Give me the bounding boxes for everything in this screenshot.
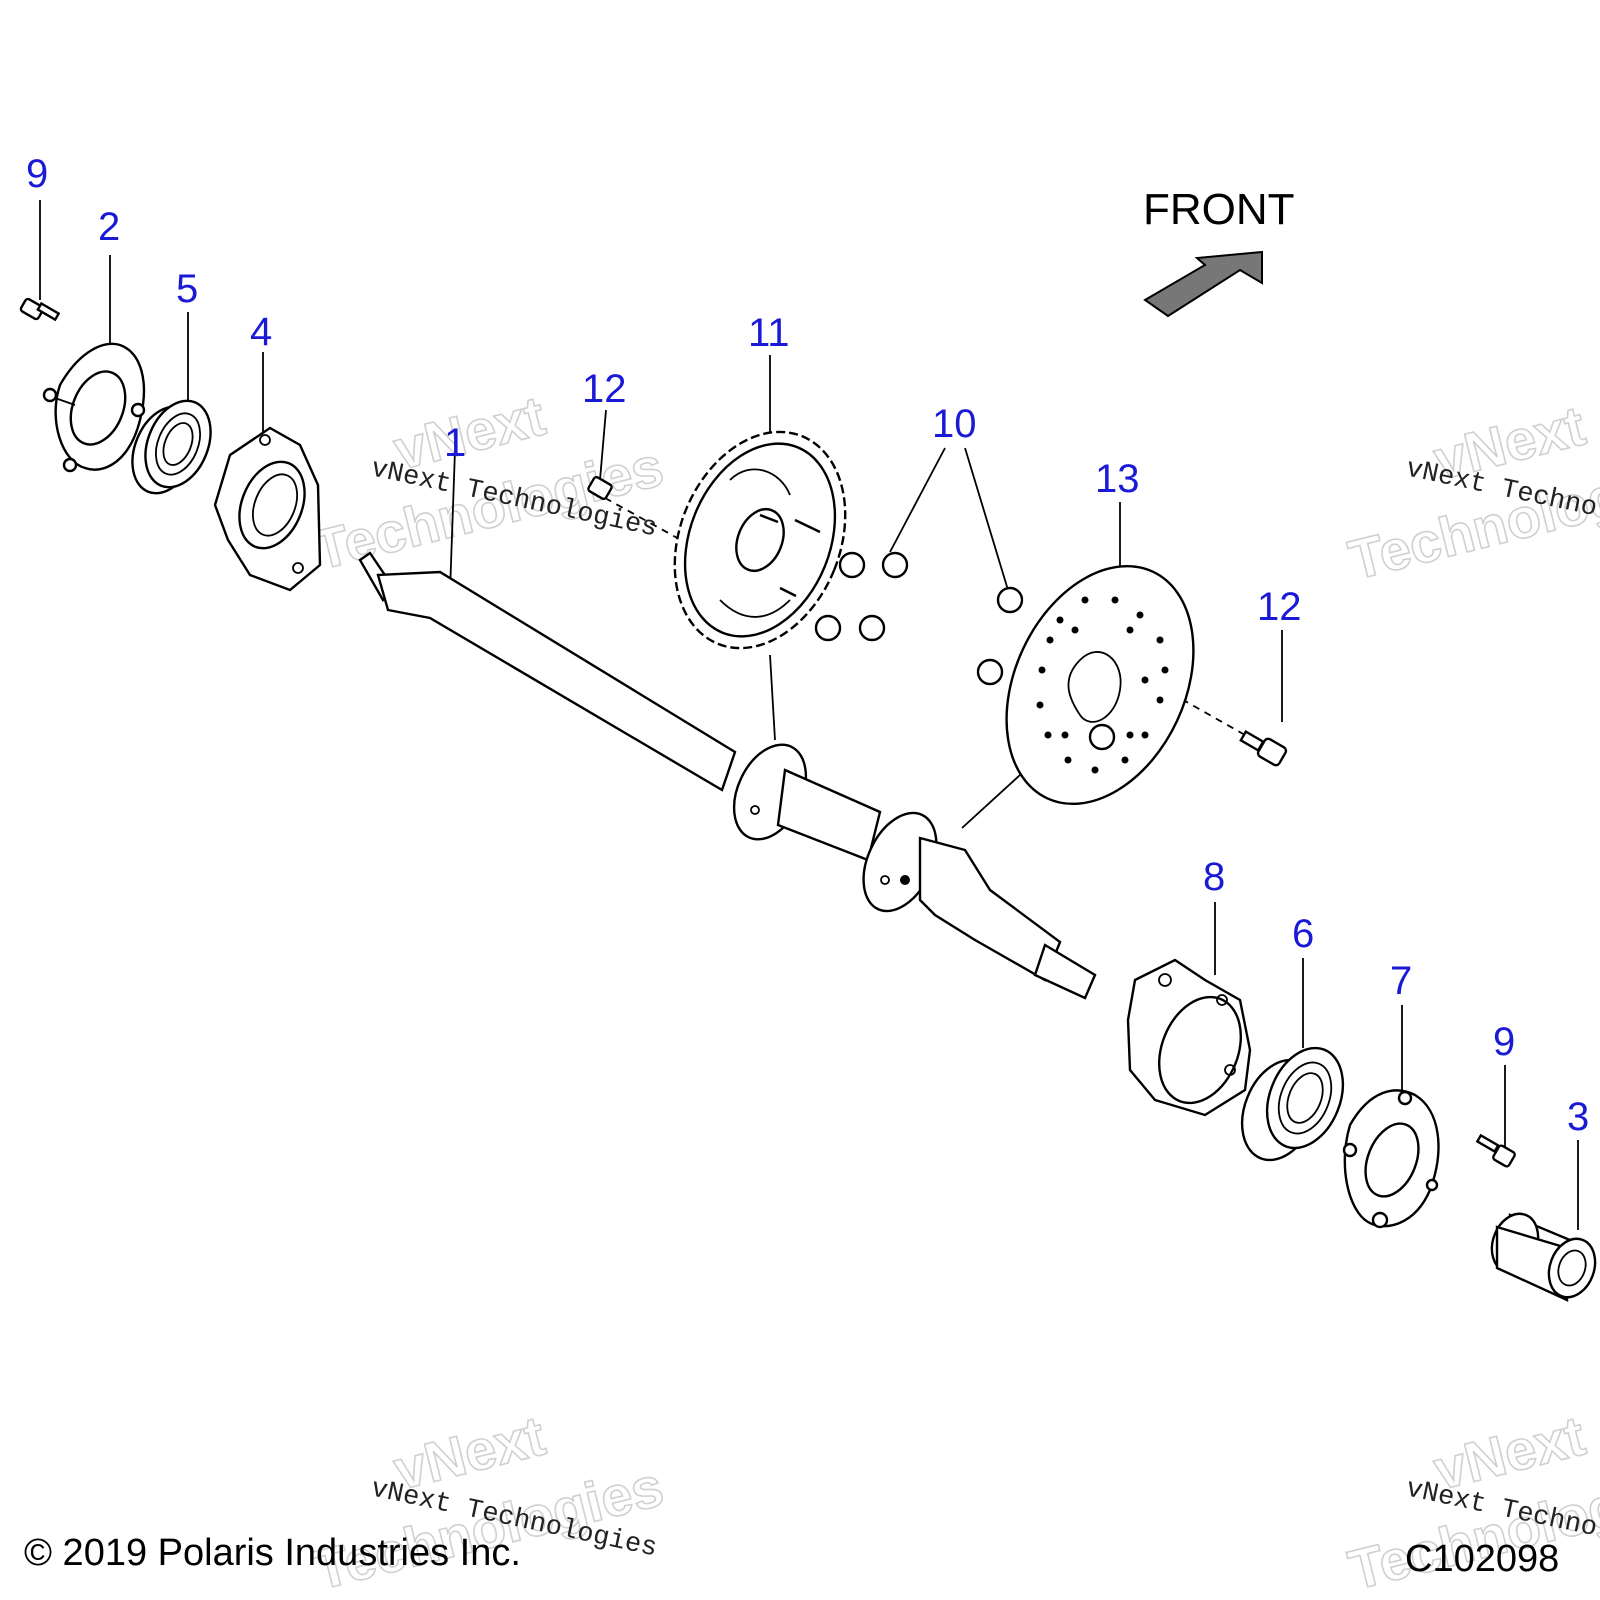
- callout-8: 8: [1203, 855, 1225, 899]
- watermark-top-center: vNext Technologies vNext Technologies: [307, 383, 670, 583]
- callout-12-upper: 12: [582, 367, 627, 411]
- axle-part-1: [358, 551, 1097, 1000]
- callout-12-lower: 12: [1257, 585, 1302, 629]
- spacer-part-3: [1490, 1212, 1597, 1302]
- diagram-code: C102098: [1405, 1538, 1560, 1580]
- callout-3: 3: [1567, 1095, 1589, 1139]
- retainer-plate-part-7: [1342, 1089, 1440, 1229]
- bearing-housing-part-4: [213, 426, 322, 592]
- copyright-text: © 2019 Polaris Industries Inc.: [24, 1532, 521, 1574]
- callout-10: 10: [932, 402, 977, 446]
- callout-13: 13: [1095, 457, 1140, 501]
- callout-numbers: 9 2 5 4 1 12 11 10 13 12 8 6 7 9 3: [26, 152, 1589, 1139]
- sprocket-part-11: [673, 430, 847, 650]
- front-arrow-icon: [1143, 250, 1263, 318]
- disc-vent-holes: [1036, 596, 1169, 774]
- callout-9-right: 9: [1493, 1020, 1515, 1064]
- bolt-part-9-left: [19, 297, 61, 322]
- leader-lines: [39, 200, 1579, 1230]
- bearing-housing-part-8: [1126, 958, 1252, 1117]
- callout-7: 7: [1390, 959, 1412, 1003]
- bearing-part-5: [131, 399, 212, 495]
- callout-4: 4: [250, 310, 272, 354]
- retainer-plate-part-2: [42, 342, 146, 473]
- bearing-part-6: [1240, 1046, 1345, 1162]
- callout-11: 11: [748, 311, 790, 355]
- bolt-part-12-upper: [587, 475, 613, 501]
- callout-2: 2: [98, 205, 120, 249]
- callout-9-left: 9: [26, 152, 48, 196]
- brake-disc-part-13: [1005, 564, 1195, 806]
- watermark-top-right: vNext Technologies vNext Technologies: [1342, 393, 1600, 593]
- callout-6: 6: [1292, 912, 1314, 956]
- nuts-part-10: [814, 551, 1069, 686]
- front-label: FRONT: [1143, 185, 1295, 234]
- callout-1: 1: [444, 421, 466, 465]
- bolt-part-12-lower: [1239, 730, 1288, 767]
- front-indicator: FRONT: [1143, 185, 1295, 318]
- bolt-part-9-right: [1475, 1133, 1516, 1168]
- callout-5: 5: [176, 267, 198, 311]
